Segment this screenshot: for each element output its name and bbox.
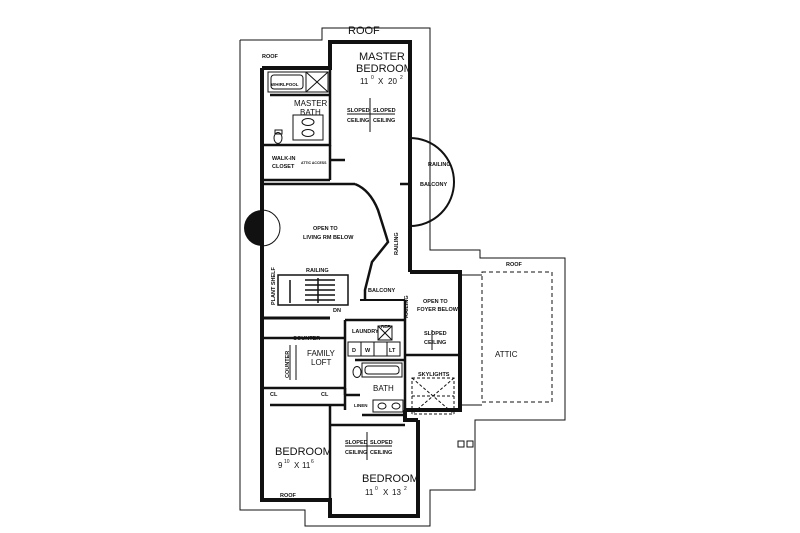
plant-shelf-label: PLANT SHELF — [271, 266, 277, 305]
living-open-walls — [262, 182, 410, 300]
svg-text:20: 20 — [388, 77, 397, 86]
railing-right-label: RAILING — [404, 295, 410, 318]
laundry-bath-walls — [343, 300, 460, 417]
bedroom-right-name: BEDROOM — [362, 473, 419, 485]
family-loft-name1: FAMILY — [307, 349, 336, 358]
exterior-walls — [260, 40, 462, 518]
counter-side-label: COUNTER — [285, 351, 291, 378]
cl-left-label: CL — [270, 392, 278, 398]
sloped-ceiling-lines — [345, 98, 433, 460]
bedroom-sloped-left1: SLOPED — [345, 440, 368, 446]
bath-fixtures — [352, 362, 404, 413]
open-foyer-label2: FOYER BELOW — [417, 307, 459, 313]
cl-right-label: CL — [321, 392, 329, 398]
whirlpool-label: WHIRLPOOL — [271, 82, 299, 87]
w-label: W — [365, 348, 371, 354]
master-bedroom-dims: 11 0 X 20 2 — [360, 75, 403, 86]
roof-label-left: ROOF — [262, 54, 279, 60]
svg-text:10: 10 — [284, 459, 290, 465]
foyer-sloped2: CEILING — [424, 340, 446, 346]
ref-label: REF — [381, 324, 390, 329]
svg-text:X: X — [383, 488, 389, 497]
master-bedroom-name2: BEDROOM — [356, 63, 413, 75]
bedroom-sloped-right2: CEILING — [370, 450, 392, 456]
vent-squares — [457, 440, 474, 448]
master-bath-name2: BATH — [300, 108, 321, 117]
master-sloped-left1: SLOPED — [347, 108, 370, 114]
railing-vertical-label: RAILING — [394, 232, 400, 255]
whirlpool-fixture — [267, 71, 329, 93]
master-bath-vanity — [273, 114, 324, 144]
svg-text:9: 9 — [278, 461, 283, 470]
attic-outline — [460, 271, 553, 406]
loft-bedroom-walls — [262, 336, 405, 500]
counter-top-label: COUNTER — [293, 336, 320, 342]
roof-label-top: ROOF — [348, 25, 380, 37]
open-living-label2: LIVING RM BELOW — [303, 235, 354, 241]
svg-text:2: 2 — [404, 486, 407, 492]
bedroom-right-dims: 11 0 X 13 2 — [365, 486, 407, 497]
balcony-bay — [409, 137, 455, 227]
svg-text:11: 11 — [302, 461, 311, 470]
svg-text:2: 2 — [400, 75, 403, 81]
family-loft-name2: LOFT — [311, 358, 332, 367]
svg-text:0: 0 — [371, 75, 374, 81]
bedroom-left-name: BEDROOM — [275, 446, 332, 458]
bedroom-left-dims: 9 10 X 11 6 — [278, 459, 314, 470]
laundry-label: LAUNDRY — [352, 329, 379, 335]
laundry-appliances — [347, 325, 401, 357]
lt-label: LT — [389, 348, 396, 354]
svg-text:6: 6 — [311, 459, 314, 465]
foyer-sloped1: SLOPED — [424, 331, 447, 337]
master-bedroom-name1: MASTER — [359, 51, 405, 63]
roof-label-bottom: ROOF — [280, 493, 297, 499]
master-bath-walls — [262, 68, 345, 182]
attic-access-label: ATTIC ACCESS — [301, 161, 327, 165]
bedroom-sloped-left2: CEILING — [345, 450, 367, 456]
master-bath-name1: MASTER — [294, 99, 328, 108]
d-label: D — [352, 348, 356, 354]
attic-roof-label: ROOF — [506, 262, 523, 268]
open-living-label1: OPEN TO — [313, 226, 338, 232]
dn-label: DN — [333, 308, 341, 314]
master-sloped-left2: CEILING — [347, 118, 369, 124]
master-sloped-right1: SLOPED — [373, 108, 396, 114]
svg-text:X: X — [378, 77, 384, 86]
svg-text:11: 11 — [360, 77, 369, 86]
bedroom-sloped-right1: SLOPED — [370, 440, 393, 446]
balcony-bay-label: BALCONY — [420, 182, 448, 188]
svg-text:13: 13 — [392, 488, 401, 497]
master-sloped-right2: CEILING — [373, 118, 395, 124]
railing-stair-label: RAILING — [306, 268, 329, 274]
roof-outline — [239, 27, 566, 527]
open-foyer-label1: OPEN TO — [423, 299, 448, 305]
svg-text:X: X — [294, 461, 300, 470]
svg-text:0: 0 — [375, 486, 378, 492]
walk-in-closet1: WALK-IN — [272, 156, 296, 162]
skylights-label: SKYLIGHTS — [418, 372, 450, 378]
bath-label: BATH — [373, 384, 394, 393]
svg-text:11: 11 — [365, 488, 374, 497]
railing-bay-label: RAILING — [428, 162, 451, 168]
balcony-stair-label: BALCONY — [368, 288, 396, 294]
walk-in-closet2: CLOSET — [272, 164, 295, 170]
linen-label: LINEN — [354, 403, 368, 408]
stair-area — [262, 274, 405, 320]
left-bay — [244, 209, 281, 247]
skylights — [411, 377, 455, 415]
attic-label: ATTIC — [495, 350, 518, 359]
